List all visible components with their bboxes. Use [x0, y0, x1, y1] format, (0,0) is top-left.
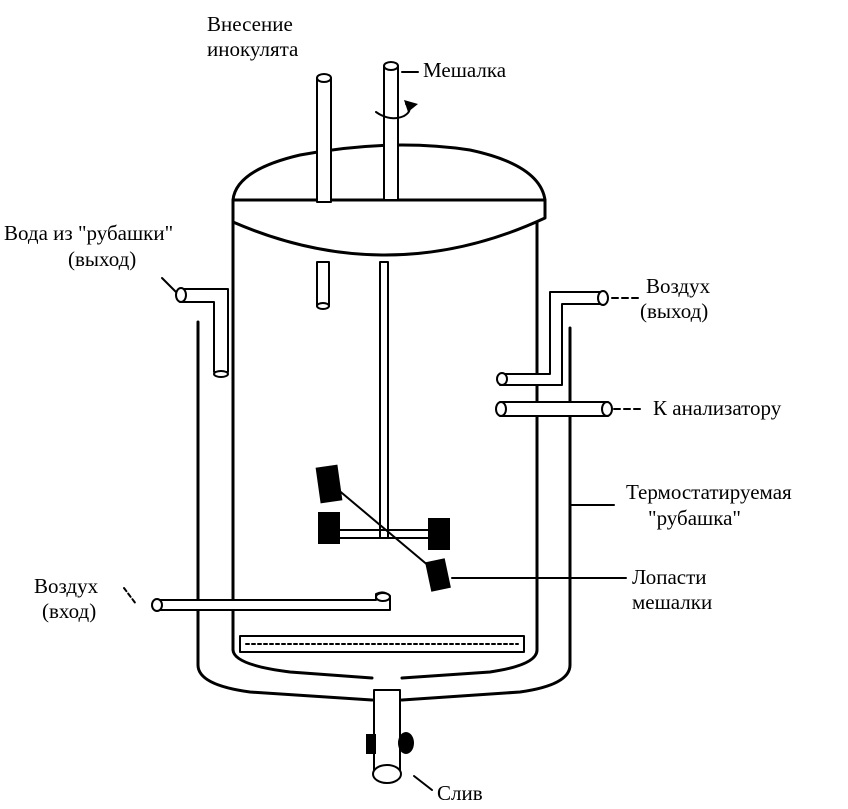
drain-valve-right	[398, 732, 414, 754]
label-drain: Слив	[437, 781, 483, 805]
label-thermo-jacket-line2: "рубашка"	[648, 506, 741, 530]
jacket-water-outlet-bottom	[213, 370, 229, 378]
air-inlet-top	[375, 592, 391, 602]
analyzer-pipe-outer-end	[601, 401, 613, 417]
label-inoculum-line1: Внесение	[207, 12, 293, 36]
inoculum-pipe-opening	[316, 73, 332, 83]
air-inlet-pipe	[155, 591, 391, 611]
label-inoculum-line2: инокулята	[207, 37, 299, 61]
stirrer-blade	[425, 558, 451, 592]
label-stirrer: Мешалка	[423, 58, 507, 82]
stirrer-shaft-top-end	[383, 61, 399, 71]
label-stirrer-blades-line2: мешалки	[632, 590, 712, 614]
vessel-inner-wall	[231, 220, 539, 680]
stirrer-shaft-top	[383, 65, 399, 201]
stirrer-blade	[428, 518, 450, 550]
blade-arm-diagonal	[335, 487, 437, 573]
jacket-water-outlet-opening	[175, 287, 187, 303]
label-jacket-water-out-line2: (выход)	[68, 247, 136, 271]
label-thermo-jacket-line1: Термостатируемая	[626, 480, 792, 504]
jacket-water-outlet-pipe	[179, 288, 229, 373]
air-outlet-pipe	[499, 291, 605, 386]
leader-air-in	[123, 587, 137, 605]
label-jacket-water-out-line1: Вода из "рубашки"	[4, 221, 173, 245]
label-to-analyzer: К анализатору	[653, 396, 782, 420]
analyzer-pipe-inner-end	[495, 401, 507, 417]
stirrer-shaft	[379, 261, 389, 539]
rotation-arrow-head	[404, 100, 418, 112]
stirrer-blade	[315, 464, 343, 504]
drain-opening	[372, 764, 402, 784]
air-inlet-opening	[151, 598, 163, 612]
label-air-in-line1: Воздух	[34, 574, 99, 598]
leader-drain	[413, 775, 433, 791]
air-outlet-inner-end	[496, 372, 508, 386]
stirrer-blade	[318, 512, 340, 544]
inoculum-pipe	[316, 77, 332, 203]
label-stirrer-blades-line1: Лопасти	[632, 565, 707, 589]
analyzer-pipe	[499, 401, 609, 417]
inoculum-pipe-inner-end	[316, 302, 330, 310]
inoculum-pipe-inner	[316, 261, 330, 307]
drain-valve-left	[366, 734, 376, 754]
drain-pipe	[373, 689, 401, 775]
label-air-out-line1: Воздух	[646, 274, 711, 298]
jacket-outer-wall	[196, 320, 572, 702]
label-air-in-line2: (вход)	[42, 599, 96, 623]
label-air-out-line2: (выход)	[640, 299, 708, 323]
leader-jacket-water	[161, 277, 177, 293]
vessel-lid-rim	[231, 198, 547, 257]
air-outlet-opening	[597, 290, 609, 306]
